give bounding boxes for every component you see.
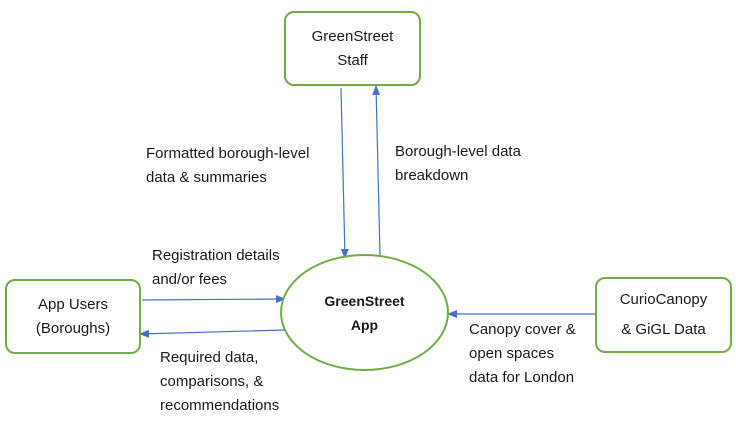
node-greenstreet-app: GreenStreet App — [280, 254, 449, 371]
node-app-line1: GreenStreet — [324, 292, 405, 309]
label-staff-to-app-line2: breakdown — [395, 167, 469, 184]
label-users-to-app: Registration details and/or fees — [152, 244, 280, 292]
label-staff-to-app-line1: Borough-level data — [395, 143, 521, 160]
arrow-app-to-users — [139, 329, 286, 338]
label-app-to-users-line2: comparisons, & — [160, 373, 264, 390]
label-curio-to-app-line2: open spaces — [469, 345, 555, 362]
node-curio-line2: & GiGL Data — [621, 321, 706, 338]
label-curio-to-app-line3: data for London — [469, 369, 575, 386]
label-staff-to-app: Borough-level data breakdown — [395, 140, 521, 188]
node-curio-line1: CurioCanopy — [619, 291, 708, 308]
label-app-to-staff: Formatted borough-level data & summaries — [146, 142, 309, 190]
node-curio-canopy: CurioCanopy & GiGL Data — [595, 277, 732, 353]
label-users-to-app-line2: and/or fees — [152, 271, 228, 288]
label-app-to-users: Required data, comparisons, & recommenda… — [160, 346, 279, 418]
node-users-line1: App Users — [37, 295, 108, 313]
label-app-to-staff-line1: Formatted borough-level — [146, 145, 310, 162]
arrow-staff-to-app — [340, 87, 349, 259]
node-app-line2: App — [350, 316, 379, 333]
label-app-to-users-line1: Required data, — [160, 349, 259, 366]
label-curio-to-app: Canopy cover & open spaces data for Lond… — [469, 318, 576, 390]
label-users-to-app-line1: Registration details — [152, 247, 280, 264]
arrow-users-to-app — [141, 295, 286, 304]
node-staff-line1: GreenStreet — [311, 27, 394, 45]
label-app-to-staff-line2: data & summaries — [146, 169, 267, 186]
label-curio-to-app-line1: Canopy cover & — [469, 321, 576, 338]
label-app-to-users-line3: recommendations — [160, 397, 280, 414]
node-greenstreet-staff: GreenStreet Staff — [284, 11, 421, 86]
node-app-users: App Users (Boroughs) — [5, 279, 141, 354]
arrow-app-to-staff — [372, 85, 381, 256]
node-staff-line2: Staff — [337, 51, 368, 69]
node-users-line2: (Boroughs) — [35, 319, 111, 337]
